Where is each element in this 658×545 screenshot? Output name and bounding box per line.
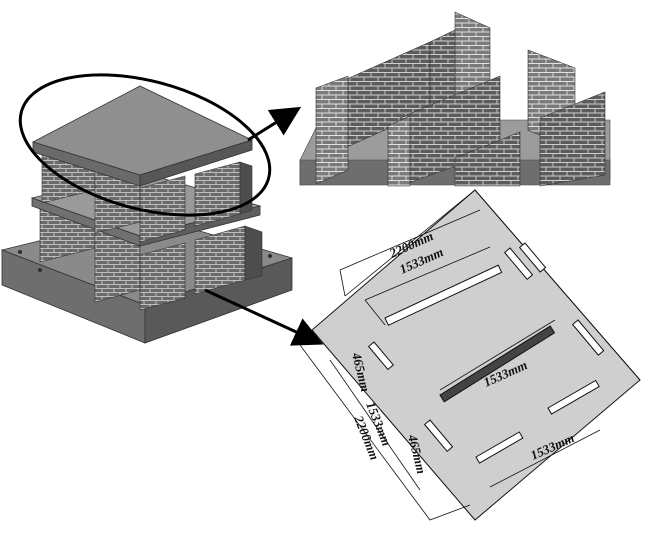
top-slab (31, 85, 254, 187)
highlight-ellipse (18, 73, 272, 217)
arrow-to-detail (247, 106, 302, 142)
arrow-to-plan (204, 288, 324, 346)
plan-view: 2200mm 1533mm 1533mm 465mm 1533mm 2200mm… (299, 189, 641, 521)
plan-walls (367, 242, 605, 464)
model-3d (0, 73, 294, 344)
wall-detail-view (299, 11, 611, 187)
